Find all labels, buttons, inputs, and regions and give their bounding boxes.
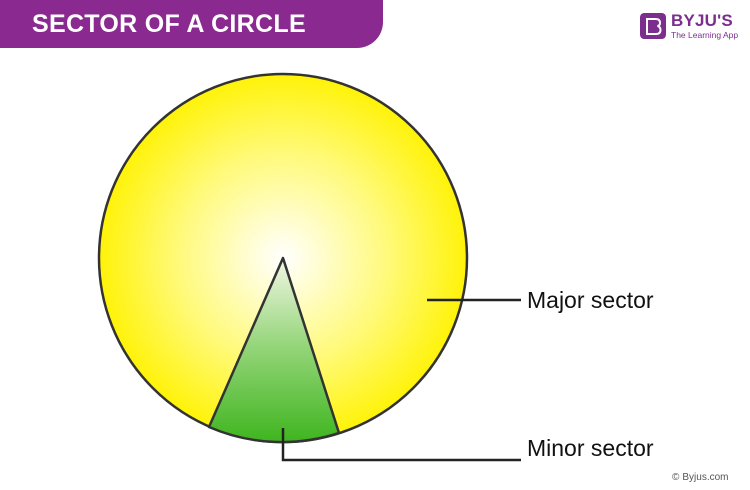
logo-mark-icon xyxy=(640,12,666,39)
logo-tagline: The Learning App xyxy=(671,30,739,40)
major-sector-label: Major sector xyxy=(527,287,654,313)
logo-name: BYJU'S xyxy=(671,11,733,30)
title-banner: SECTOR OF A CIRCLE xyxy=(0,0,383,48)
minor-sector-label: Minor sector xyxy=(527,435,654,461)
minor-sector-region xyxy=(207,256,341,444)
watermark: © Byjus.com xyxy=(672,472,729,483)
minor-sector-leader-line xyxy=(281,428,521,462)
byjus-logo: BYJU'S The Learning App xyxy=(640,12,738,40)
page-title: SECTOR OF A CIRCLE xyxy=(32,9,306,38)
watermark-text: Byjus.com xyxy=(682,472,729,483)
copyright-icon: © xyxy=(672,472,680,483)
